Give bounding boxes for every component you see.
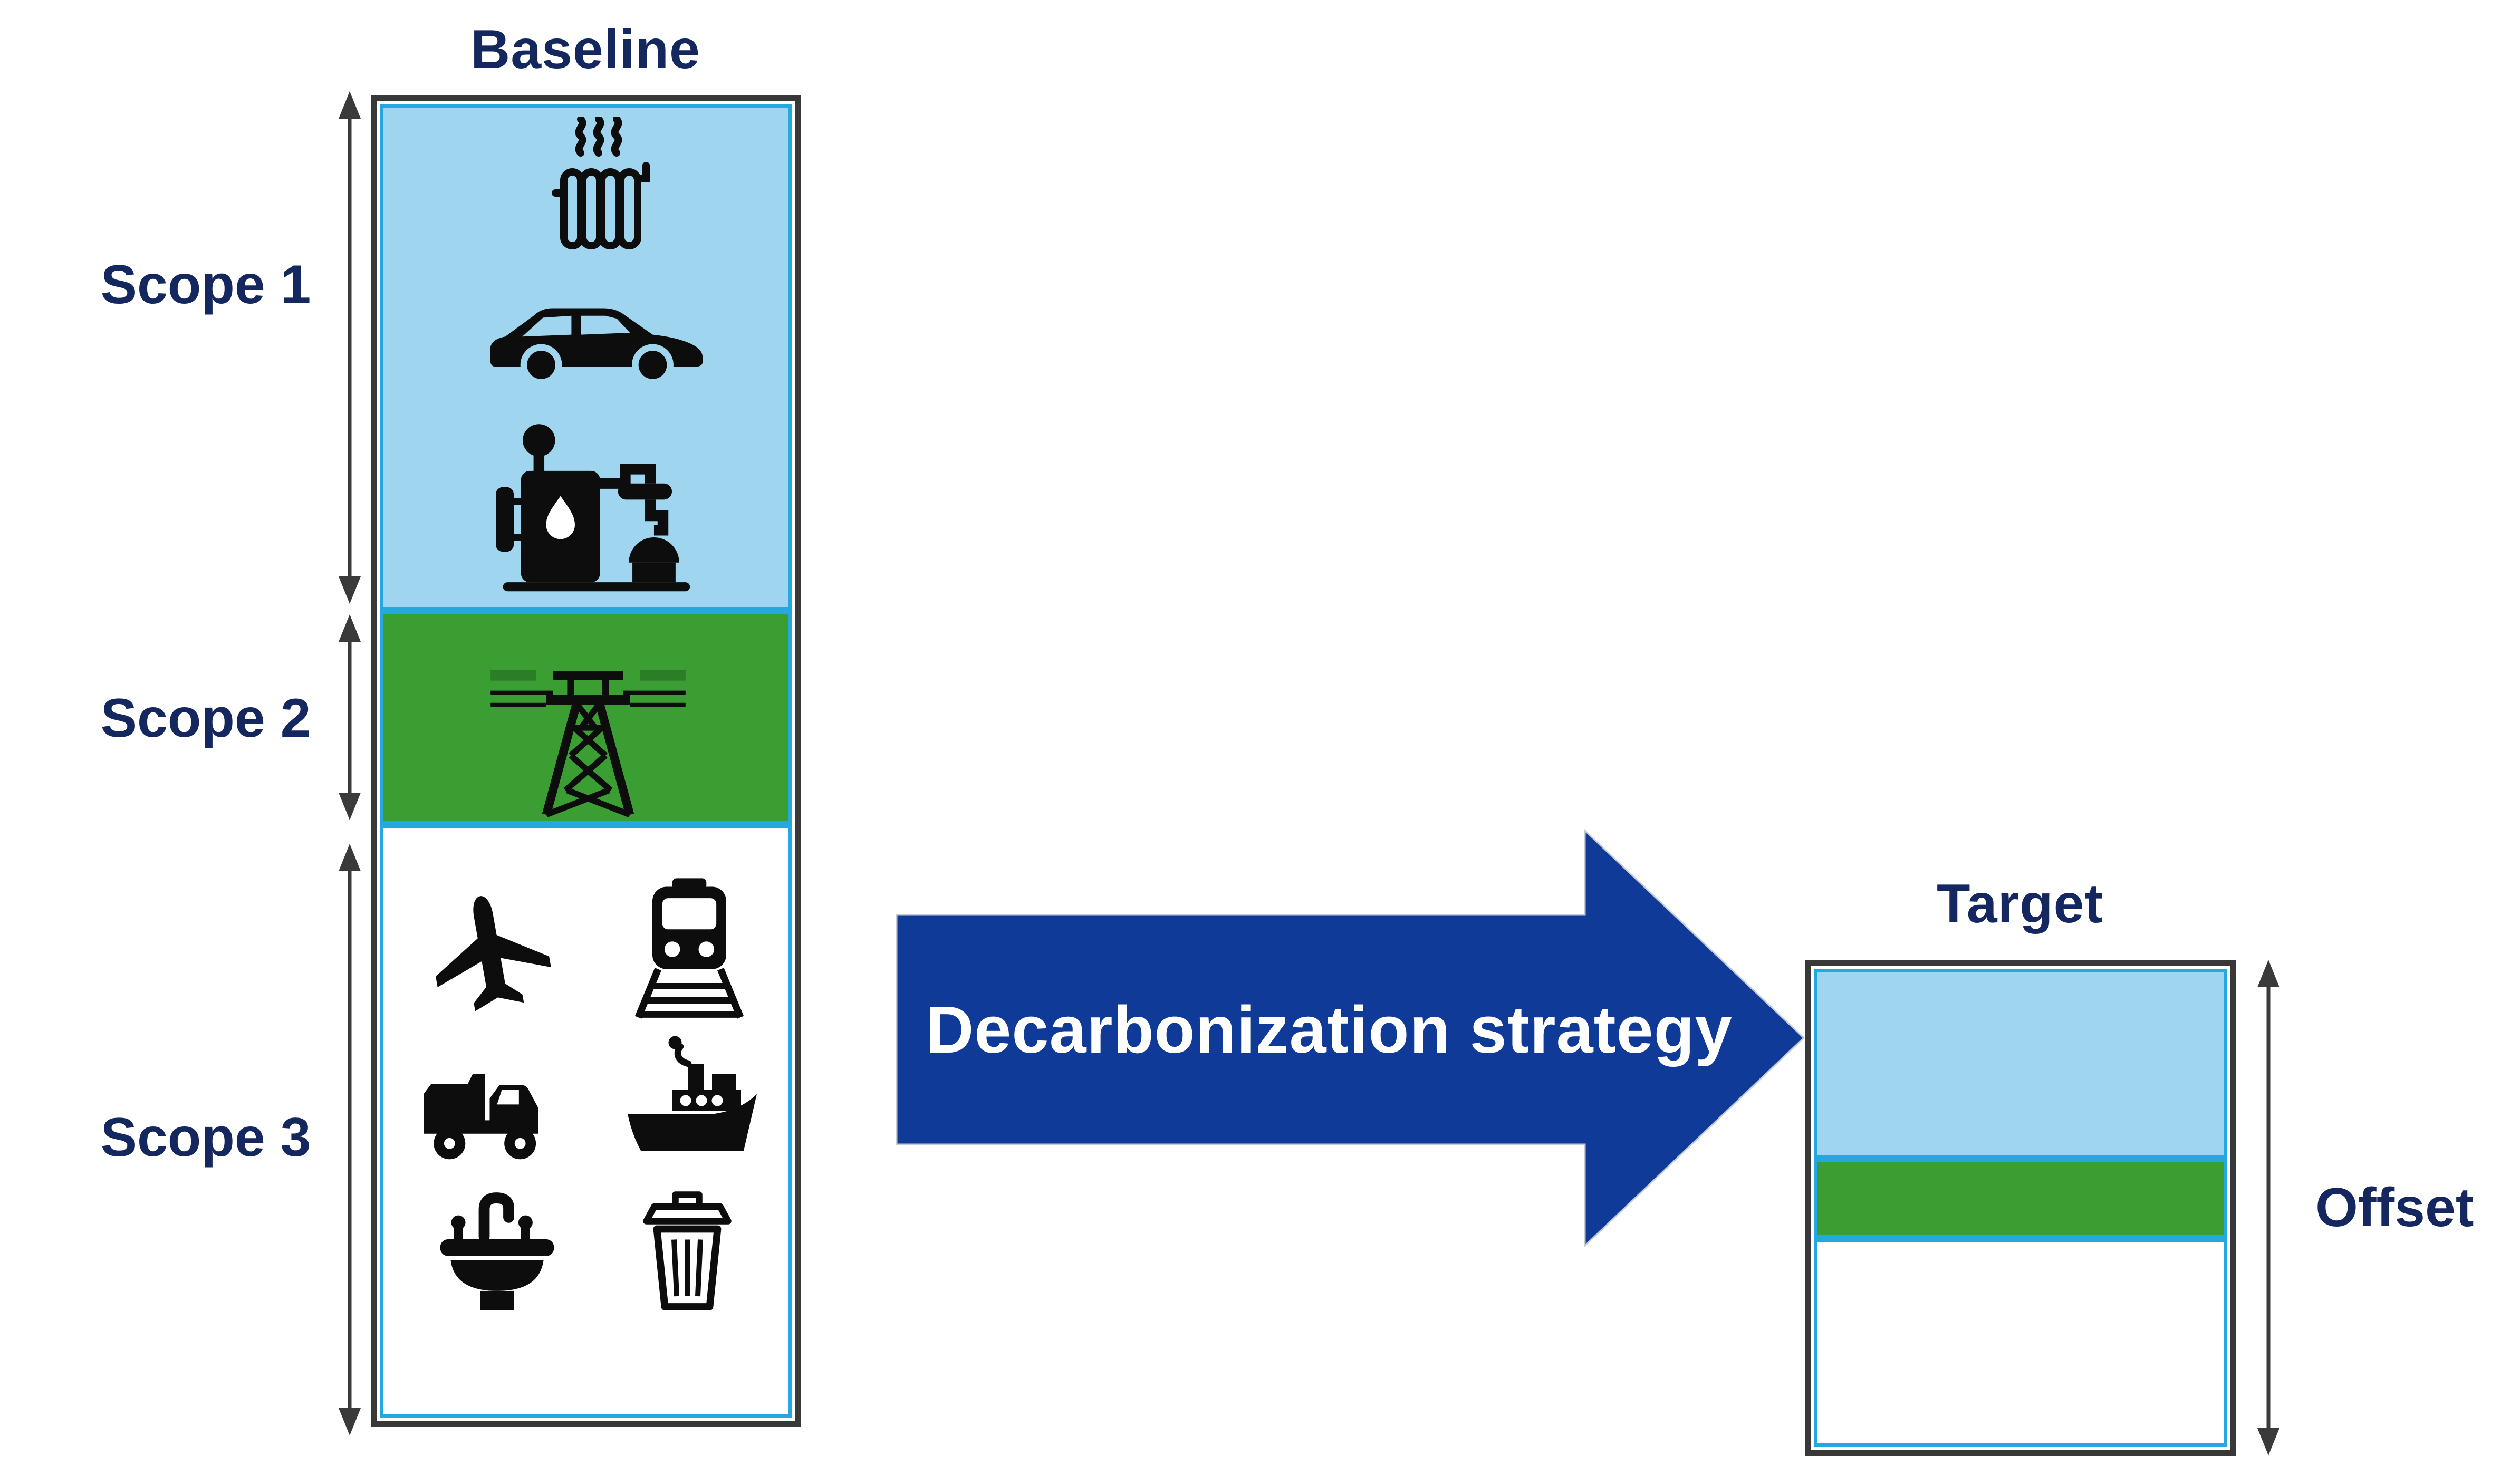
scope3-extent-arrow bbox=[339, 844, 361, 1435]
trash-can-icon bbox=[643, 1191, 732, 1310]
power-line-right bbox=[640, 670, 686, 681]
scope1-extent-arrow bbox=[339, 91, 361, 604]
airplane-icon bbox=[436, 896, 551, 1011]
target-scope3-segment bbox=[1814, 1239, 2227, 1447]
target-bar bbox=[1805, 960, 2236, 1456]
baseline-title: Baseline bbox=[470, 19, 700, 80]
decarbonization-arrow bbox=[896, 828, 1805, 1248]
truck-icon bbox=[424, 1074, 538, 1160]
sink-icon bbox=[440, 1192, 554, 1310]
fuel-pump-icon bbox=[496, 424, 690, 592]
scope3-label: Scope 3 bbox=[100, 1107, 311, 1168]
scope-extent-arrows bbox=[339, 91, 361, 1435]
scope2-extent-arrow bbox=[339, 614, 361, 820]
car-icon bbox=[490, 308, 703, 386]
train-icon bbox=[634, 878, 744, 1019]
decarbonization-arrow-label: Decarbonization strategy bbox=[926, 992, 1733, 1067]
transmission-tower-icon bbox=[490, 670, 686, 818]
radiator-icon bbox=[552, 117, 650, 249]
scope2-label: Scope 2 bbox=[100, 688, 311, 749]
target-title: Target bbox=[1936, 873, 2104, 934]
offset-label: Offset bbox=[2315, 1177, 2474, 1238]
power-line-left bbox=[490, 670, 536, 681]
offset-extent-arrow bbox=[2257, 960, 2279, 1456]
ship-icon bbox=[628, 1036, 757, 1151]
target-scope1-segment bbox=[1814, 969, 2227, 1159]
scope1-label: Scope 1 bbox=[100, 254, 311, 315]
target-scope2-segment bbox=[1814, 1159, 2227, 1239]
